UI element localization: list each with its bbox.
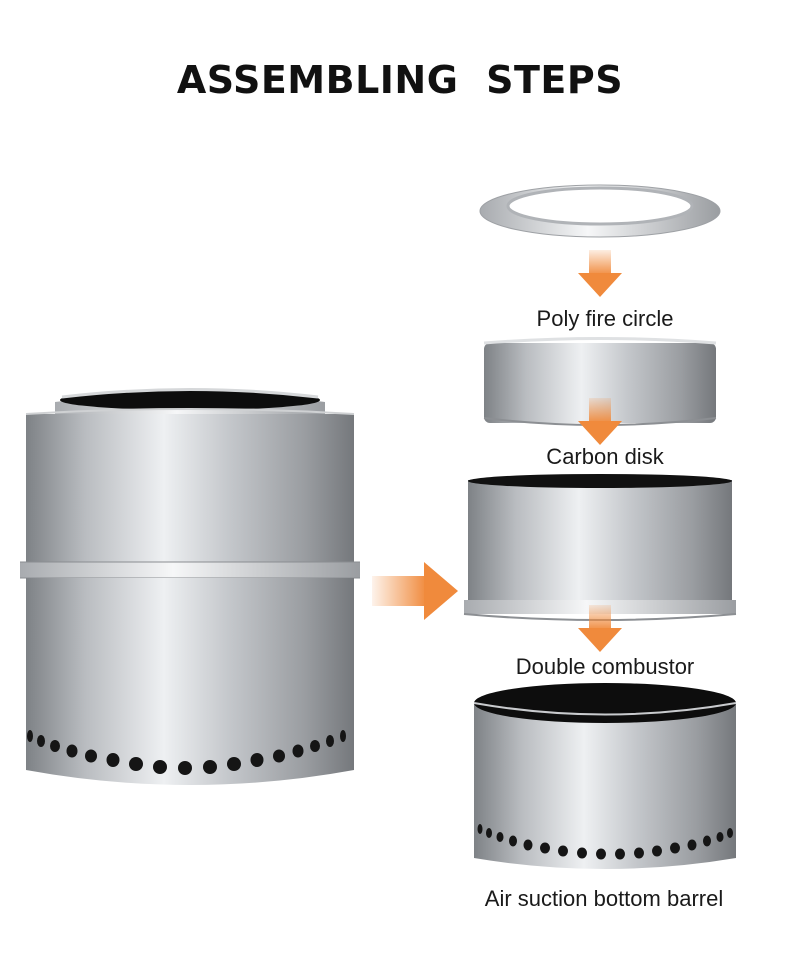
arrow-right-icon	[372, 562, 458, 620]
arrow-down-icon	[578, 398, 622, 445]
label-double-combustor: Double combustor	[515, 654, 695, 679]
label-carbon-disk: Carbon disk	[546, 444, 664, 469]
arrow-down-icon	[578, 250, 622, 297]
air-holes	[27, 730, 346, 775]
poly-fire-circle-part	[479, 184, 721, 238]
arrow-down-icon	[578, 605, 622, 652]
double-combustor-part	[463, 474, 737, 621]
label-bottom-barrel: Air suction bottom barrel	[484, 886, 724, 911]
bottom-barrel-part	[473, 683, 737, 869]
page-title: ASSEMBLING STEPS	[176, 58, 624, 102]
assembled-fire-pit	[20, 388, 360, 785]
label-poly-fire-circle: Poly fire circle	[536, 306, 674, 331]
